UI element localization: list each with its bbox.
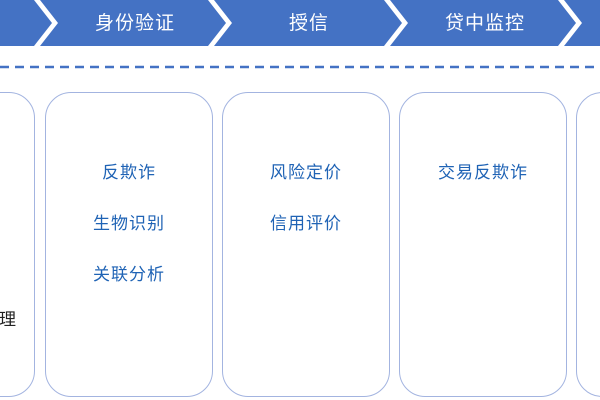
step-label-3: 授信 [288, 12, 329, 34]
step-arrow-4 [390, 0, 576, 46]
step-label-4: 贷中监控 [444, 12, 525, 34]
step-arrow-3 [214, 0, 402, 46]
card-item: 反欺诈 [102, 163, 156, 183]
card-item: 信用评价 [270, 214, 342, 234]
card-item: 交易反欺诈 [438, 163, 528, 183]
card-item: 风险定价 [270, 163, 342, 183]
stage-card-5 [576, 92, 600, 397]
process-step-bar [0, 0, 600, 46]
dashed-divider [0, 65, 600, 69]
card-item: 关联分析 [93, 265, 165, 285]
stage-card-1: 理 [0, 92, 35, 397]
step-arrow-1 [0, 0, 52, 46]
step-label-5 [576, 0, 600, 46]
step-label-1 [0, 0, 40, 46]
step-arrow-2 [40, 0, 226, 46]
step-label-2: 身份验证 [94, 12, 175, 34]
stage-card-4: 交易反欺诈 [399, 92, 567, 397]
stage-card-3: 风险定价 信用评价 [222, 92, 390, 397]
step-arrow-5 [564, 0, 600, 46]
card-item: 生物识别 [93, 214, 165, 234]
card-text-fragment: 理 [0, 310, 16, 330]
stage-card-2: 反欺诈 生物识别 关联分析 [45, 92, 213, 397]
